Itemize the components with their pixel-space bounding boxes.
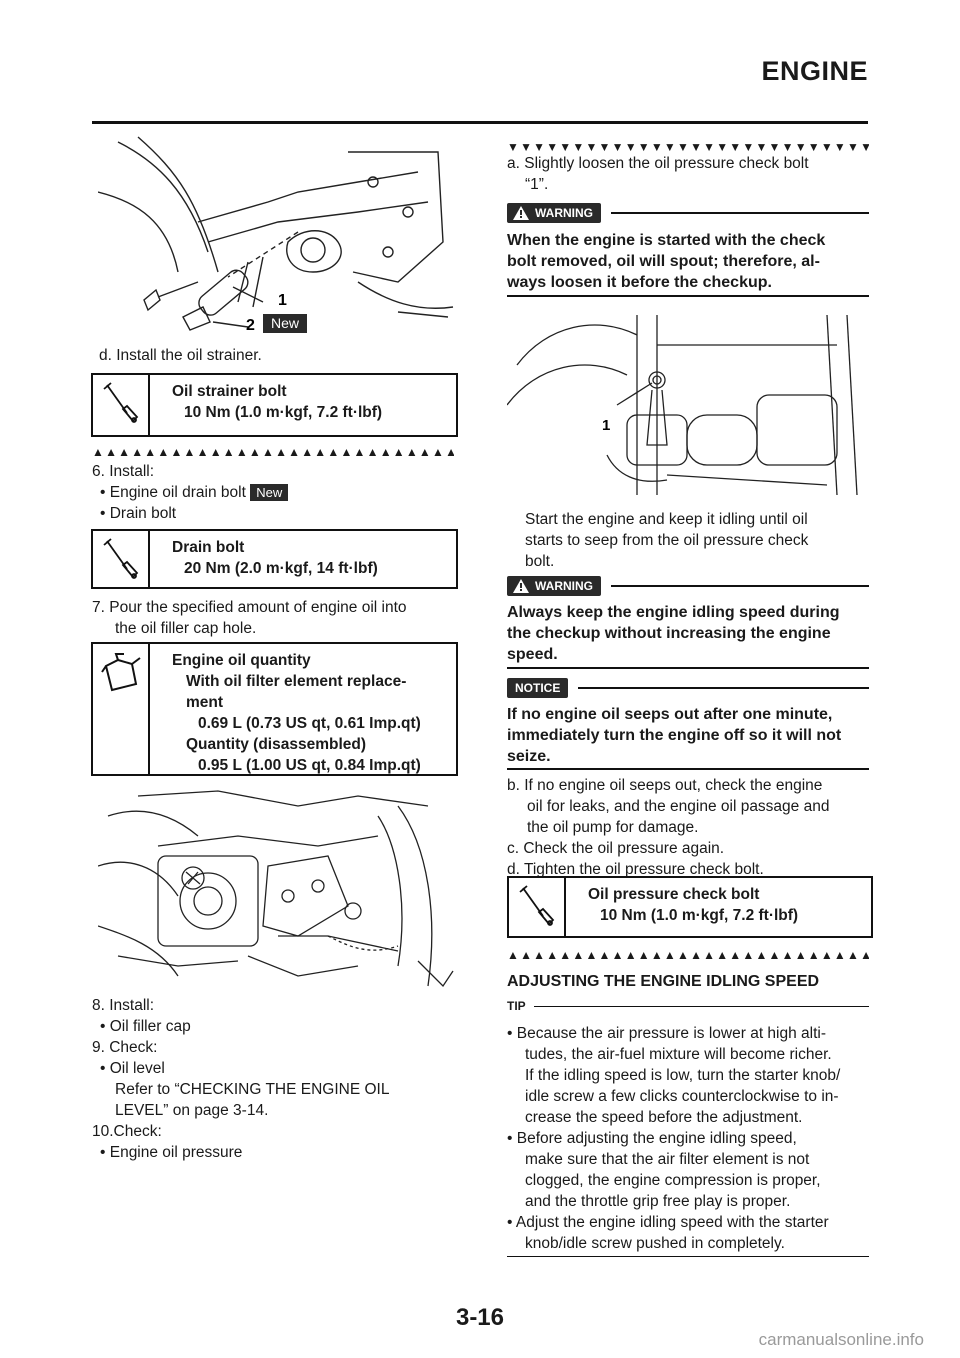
box1-line2: 10 Nm (1.0 m·kgf, 7.2 ft·lbf) (184, 404, 383, 421)
tip-label: TIP (507, 999, 526, 1013)
tip-1-l5: crease the speed before the adjustment. (525, 1109, 803, 1126)
box4-line1: Oil pressure check bolt (588, 886, 760, 903)
spec-box-oil-pressure-check-bolt: Oil pressure check bolt 10 Nm (1.0 m·kgf… (507, 876, 873, 938)
step-b-line2: oil for leaks, and the engine oil passag… (527, 798, 830, 815)
step-d-install-strainer: d. Install the oil strainer. (99, 347, 262, 364)
oil-filler-cap-illustration (98, 786, 458, 991)
fig1-new-badge: New (263, 314, 308, 333)
step-6-install: 6. Install: (92, 463, 155, 480)
step-b-line1: b. If no engine oil seeps out, check the… (507, 777, 823, 794)
step-8-install: 8. Install: (92, 997, 155, 1014)
box3-l2: With oil filter element replace- (186, 673, 407, 690)
tip-1-l1: • Because the air pressure is lower at h… (507, 1025, 827, 1042)
end-marker-arrows: ▲▲▲▲▲▲▲▲▲▲▲▲▲▲▲▲▲▲▲▲▲▲▲▲▲▲▲▲▲▲▲▲▲▲▲ (507, 948, 869, 962)
warning-1-text: WARNING (535, 206, 593, 220)
step-c: c. Check the oil pressure again. (507, 840, 725, 857)
watermark: carmanualsonline.info (758, 1330, 924, 1349)
step-6-item-1: • Engine oil drain bolt New (100, 482, 289, 503)
tip-3-l2: knob/idle screw pushed in completely. (525, 1235, 785, 1252)
section-title: ADJUSTING THE ENGINE IDLING SPEED (507, 973, 820, 990)
warning-triangle-icon (513, 206, 529, 220)
box3-l6: 0.95 L (1.00 US qt, 0.84 Imp.qt) (198, 757, 421, 774)
end-marker-arrows: ▲▲▲▲▲▲▲▲▲▲▲▲▲▲▲▲▲▲▲▲▲▲▲▲▲▲▲▲▲▲▲▲▲▲▲ (92, 445, 454, 459)
fig3-label-1: 1 (602, 417, 610, 434)
page-header-title: ENGINE (761, 56, 868, 86)
tip-2-l3: clogged, the engine compression is prope… (525, 1172, 821, 1189)
new-badge: New (250, 484, 289, 502)
notice-body-l2: immediately turn the engine off so it wi… (507, 727, 842, 744)
warning-2-body-l3: speed. (507, 646, 558, 663)
box3-l4: 0.69 L (0.73 US qt, 0.61 Imp.qt) (198, 715, 421, 732)
fig1-label-1: 1 (278, 292, 287, 309)
warning-triangle-icon (513, 579, 529, 593)
spec-box-oil-strainer-bolt: Oil strainer bolt 10 Nm (1.0 m·kgf, 7.2 … (91, 373, 458, 437)
warning-1-body-l3: ways loosen it before the checkup. (507, 274, 772, 291)
step-a-line2: “1”. (525, 176, 549, 193)
step-7-line2: the oil filler cap hole. (115, 620, 257, 637)
box1-line1: Oil strainer bolt (172, 383, 287, 400)
step-10-item: • Engine oil pressure (100, 1144, 243, 1161)
oil-can-icon (93, 644, 150, 774)
warning-2-label: WARNING (507, 576, 601, 596)
step-b-line3: the oil pump for damage. (527, 819, 699, 836)
warning-2-text: WARNING (535, 579, 593, 593)
warning-2-body-l1: Always keep the engine idling speed duri… (507, 604, 840, 621)
notice-label: NOTICE (507, 678, 569, 698)
warning-2-header: WARNING (507, 576, 869, 596)
warning-2-body-l2: the checkup without increasing the engin… (507, 625, 831, 642)
box3-l5: Quantity (disassembled) (186, 736, 367, 753)
torque-wrench-icon (93, 531, 150, 587)
box2-line2: 20 Nm (2.0 m·kgf, 14 ft·lbf) (184, 560, 378, 577)
step-7-line1: 7. Pour the specified amount of engine o… (92, 599, 407, 616)
step-d-tighten: d. Tighten the oil pressure check bolt. (507, 861, 764, 878)
box2-line1: Drain bolt (172, 539, 245, 556)
tip-header: TIP (507, 999, 869, 1013)
tip-2-l4: and the throttle grip free play is prope… (525, 1193, 791, 1210)
step-6-item-1-text: • Engine oil drain bolt (100, 484, 246, 501)
tip-1-l2: tudes, the air-fuel mixture will become … (525, 1046, 832, 1063)
warning-1-body-l1: When the engine is started with the chec… (507, 232, 826, 249)
box3-l3: ment (186, 694, 224, 711)
notice-end-rule (507, 768, 869, 770)
spec-box-drain-bolt: Drain bolt 20 Nm (2.0 m·kgf, 14 ft·lbf) (91, 529, 458, 589)
tip-2-l1: • Before adjusting the engine idling spe… (507, 1130, 797, 1147)
torque-wrench-icon (509, 878, 566, 936)
warning-1-body-l2: bolt removed, oil will spout; therefore,… (507, 253, 820, 270)
header-rule (92, 121, 868, 124)
start-engine-line1: Start the engine and keep it idling unti… (525, 511, 808, 528)
notice-body-l3: seize. (507, 748, 551, 765)
fig1-label-2: 2 (246, 317, 255, 334)
step-a-line1: a. Slightly loosen the oil pressure chec… (507, 155, 809, 172)
oil-strainer-illustration: 1 2 (98, 132, 458, 337)
tip-1-l4: idle screw a few clicks counterclockwise… (525, 1088, 839, 1105)
tip-3-l1: • Adjust the engine idling speed with th… (507, 1214, 829, 1231)
tip-end-rule (507, 1256, 869, 1257)
warning-1-end-rule (507, 295, 869, 297)
box4-line2: 10 Nm (1.0 m·kgf, 7.2 ft·lbf) (600, 907, 799, 924)
step-6-item-2: • Drain bolt (100, 505, 177, 522)
warning-2-end-rule (507, 667, 869, 669)
notice-header: NOTICE (507, 678, 869, 698)
page-number: 3-16 (455, 1304, 505, 1331)
start-marker-arrows: ▼▼▼▼▼▼▼▼▼▼▼▼▼▼▼▼▼▼▼▼▼▼▼▼▼▼▼▼▼▼▼▼▼▼▼ (507, 140, 869, 154)
oil-pressure-check-bolt-illustration: 1 (507, 305, 867, 505)
start-engine-line2: starts to seep from the oil pressure che… (525, 532, 809, 549)
start-engine-line3: bolt. (525, 553, 555, 570)
step-9-item: • Oil level (100, 1060, 165, 1077)
notice-body-l1: If no engine oil seeps out after one min… (507, 706, 833, 723)
step-9-check: 9. Check: (92, 1039, 158, 1056)
step-9-ref-line2: LEVEL” on page 3-14. (115, 1102, 269, 1119)
step-8-item: • Oil filler cap (100, 1018, 191, 1035)
step-10-check: 10.Check: (92, 1123, 162, 1140)
torque-wrench-icon (93, 375, 150, 435)
tip-2-l2: make sure that the air filter element is… (525, 1151, 810, 1168)
tip-1-l3: If the idling speed is low, turn the sta… (525, 1067, 841, 1084)
spec-box-engine-oil-quantity: Engine oil quantity With oil filter elem… (91, 642, 458, 776)
warning-1-label: WARNING (507, 203, 601, 223)
step-9-ref-line1: Refer to “CHECKING THE ENGINE OIL (115, 1081, 390, 1098)
box3-l1: Engine oil quantity (172, 652, 311, 669)
warning-1-header: WARNING (507, 203, 869, 223)
